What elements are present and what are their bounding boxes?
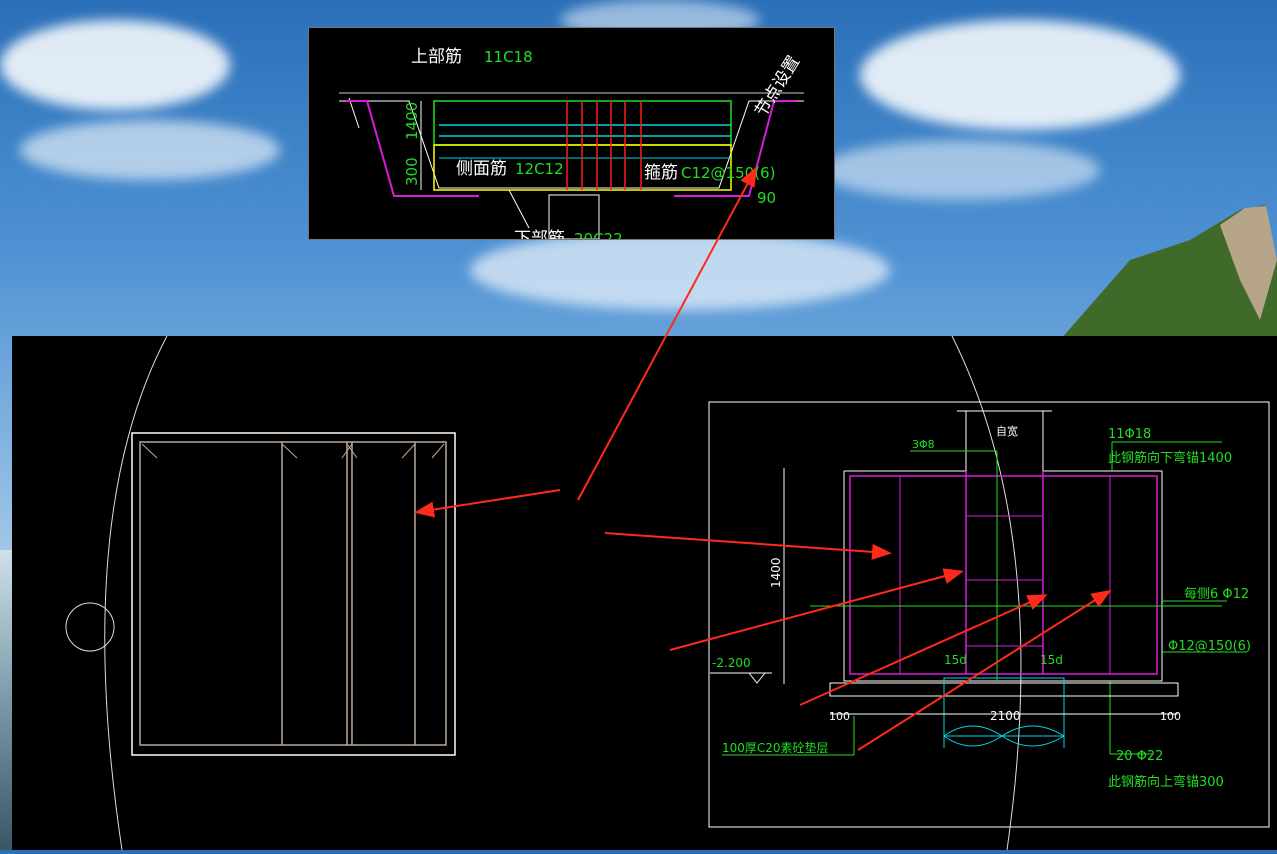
- cloud: [820, 140, 1100, 200]
- bottom-bar-note: 20 Φ22: [1116, 749, 1163, 764]
- cloud: [20, 120, 280, 180]
- width-dim: 2100: [990, 709, 1021, 723]
- side-bar-label: 侧面筋: [456, 159, 507, 179]
- lap-right: 15d: [1040, 653, 1063, 667]
- edge-dim-left: 100: [829, 710, 850, 723]
- stirrup-label: 箍筋: [644, 163, 678, 183]
- bottom-bar-anchor-note: 此钢筋向上弯锚300: [1108, 774, 1224, 790]
- shoreline: [0, 550, 12, 850]
- upper-bar-value: 11C18: [484, 48, 533, 66]
- top-bar-anchor-note: 此钢筋向下弯锚1400: [1108, 450, 1232, 466]
- main-drawing-svg: 11Φ18 此钢筋向下弯锚1400 3Φ8 自宽 1400 每侧6 Φ12 Φ1…: [65, 335, 1270, 851]
- section-drawing: 11Φ18 此钢筋向下弯锚1400 3Φ8 自宽 1400 每侧6 Φ12 Φ1…: [708, 401, 1270, 828]
- elevation-mark: -2.200: [712, 656, 751, 670]
- drawing-panel: 11Φ18 此钢筋向下弯锚1400 3Φ8 自宽 1400 每侧6 Φ12 Φ1…: [12, 335, 1277, 851]
- small-bar-note: 3Φ8: [912, 438, 935, 451]
- dim-1400: 1400: [403, 102, 421, 140]
- cushion-note: 100厚C20素砼垫层: [722, 740, 829, 755]
- beam-detail-panel: 上部筋 11C18 节点设置 1400 300 侧面筋 12C12 箍筋 C12…: [308, 27, 835, 249]
- opening-label: 自宽: [996, 424, 1018, 438]
- mountain: [1060, 205, 1277, 340]
- side-bar-value: 12C12: [515, 160, 564, 178]
- dim-300: 300: [403, 157, 421, 186]
- lower-bar-label: 下部筋: [514, 229, 565, 239]
- upper-bar-label: 上部筋: [411, 47, 462, 67]
- node-setting-label: 节点设置: [751, 52, 804, 120]
- cloud: [860, 20, 1180, 130]
- lap-left: 15d: [944, 653, 967, 667]
- edge-dim-right: 100: [1160, 710, 1181, 723]
- lower-bar-value: 20C22: [574, 230, 623, 239]
- cloud: [0, 20, 230, 110]
- height-dim: 1400: [769, 557, 783, 588]
- stirrup-note: Φ12@150(6): [1168, 639, 1251, 654]
- top-bar-note: 11Φ18: [1108, 427, 1151, 442]
- beam-elevation: [131, 432, 456, 756]
- side-bar-note: 每侧6 Φ12: [1184, 586, 1249, 602]
- stirrup-value: C12@150(6): [681, 164, 775, 182]
- dim-90: 90: [757, 189, 776, 207]
- beam-detail-svg: 上部筋 11C18 节点设置 1400 300 侧面筋 12C12 箍筋 C12…: [339, 47, 804, 249]
- cloud: [470, 230, 890, 310]
